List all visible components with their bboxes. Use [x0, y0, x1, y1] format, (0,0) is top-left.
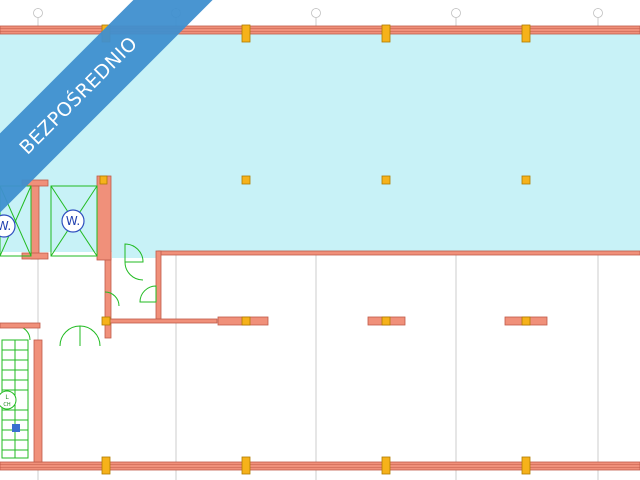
column — [521, 316, 531, 326]
hall-columns — [241, 175, 531, 185]
column — [381, 24, 391, 43]
door-swing — [104, 291, 120, 307]
bottom-wall — [0, 461, 640, 471]
staircase — [0, 322, 43, 463]
door-swing — [79, 325, 101, 347]
partition-columns — [101, 316, 531, 326]
column — [101, 24, 111, 43]
column — [99, 175, 108, 185]
column — [521, 24, 531, 43]
column — [381, 316, 391, 326]
door-swing — [124, 261, 144, 281]
door-swing — [59, 325, 81, 347]
column — [241, 316, 251, 326]
stair-marker-ch: CH — [3, 402, 10, 408]
column — [241, 24, 251, 43]
door-swing — [139, 285, 157, 303]
washroom-column — [99, 175, 108, 185]
column — [101, 316, 111, 326]
column — [521, 175, 531, 185]
room-label-washroom-1: W. — [0, 219, 11, 233]
highlight-area — [0, 34, 640, 258]
column — [381, 456, 391, 475]
column — [241, 175, 251, 185]
column — [101, 456, 111, 475]
middle-partition — [104, 250, 640, 339]
column — [241, 456, 251, 475]
column — [381, 175, 391, 185]
stair-marker-l: L — [5, 394, 9, 401]
door-swing — [124, 243, 144, 263]
column — [521, 456, 531, 475]
room-label-washroom-2: W. — [66, 214, 80, 228]
top-wall — [0, 25, 640, 35]
